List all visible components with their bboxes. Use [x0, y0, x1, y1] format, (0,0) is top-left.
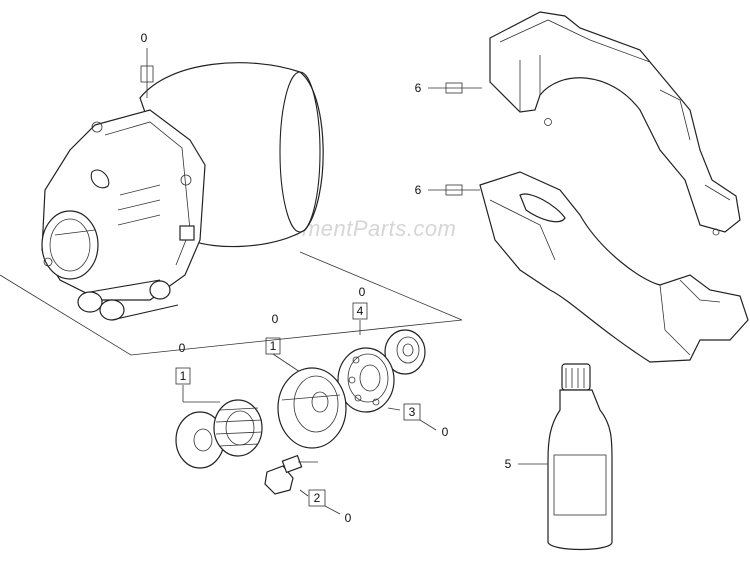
callout-ref-bolt: 0 [345, 511, 352, 525]
callout-label-left-kit: 0 [179, 341, 186, 355]
callout-box-label-bolt: 2 [314, 491, 321, 505]
callout-bracket [445, 184, 463, 196]
clamp-upper-half[interactable] [489, 11, 741, 236]
pump-housing[interactable] [41, 62, 324, 321]
callout-box-label-left-kit: 1 [180, 369, 187, 383]
callout-box-label-ball-bearing: 3 [409, 405, 416, 419]
callout-box-ball-bearing [403, 403, 421, 421]
callout-label-oil: 5 [505, 457, 512, 471]
callout-box-left-kit [175, 367, 191, 385]
callout-label-clamp-upper: 6 [415, 81, 422, 95]
flange-bolt[interactable] [264, 454, 318, 495]
callout-label-top-assembly: 0 [141, 31, 148, 45]
clamp-lower-half[interactable] [479, 171, 749, 363]
seal-ring[interactable] [384, 329, 426, 375]
callout-box-bearing-kit [352, 302, 368, 320]
callout-box-bolt [308, 489, 326, 507]
ball-bearing[interactable] [337, 347, 395, 413]
callout-bracket [445, 82, 463, 94]
oil-bottle[interactable] [547, 363, 613, 551]
needle-bearing[interactable] [213, 399, 263, 457]
callout-label-bearing-kit: 0 [359, 285, 366, 299]
bearing-cover-plate[interactable] [277, 367, 347, 449]
callout-box-label-cover: 1 [270, 339, 277, 353]
callout-box-label-bearing-kit: 4 [357, 304, 364, 318]
callout-ref-ball-bearing: 0 [442, 425, 449, 439]
exploded-view-plane [0, 251, 463, 356]
thrust-washer[interactable] [175, 411, 225, 469]
callout-label-clamp-lower: 6 [415, 183, 422, 197]
callout-label-cover: 0 [272, 312, 279, 326]
callout-bracket [140, 65, 154, 83]
